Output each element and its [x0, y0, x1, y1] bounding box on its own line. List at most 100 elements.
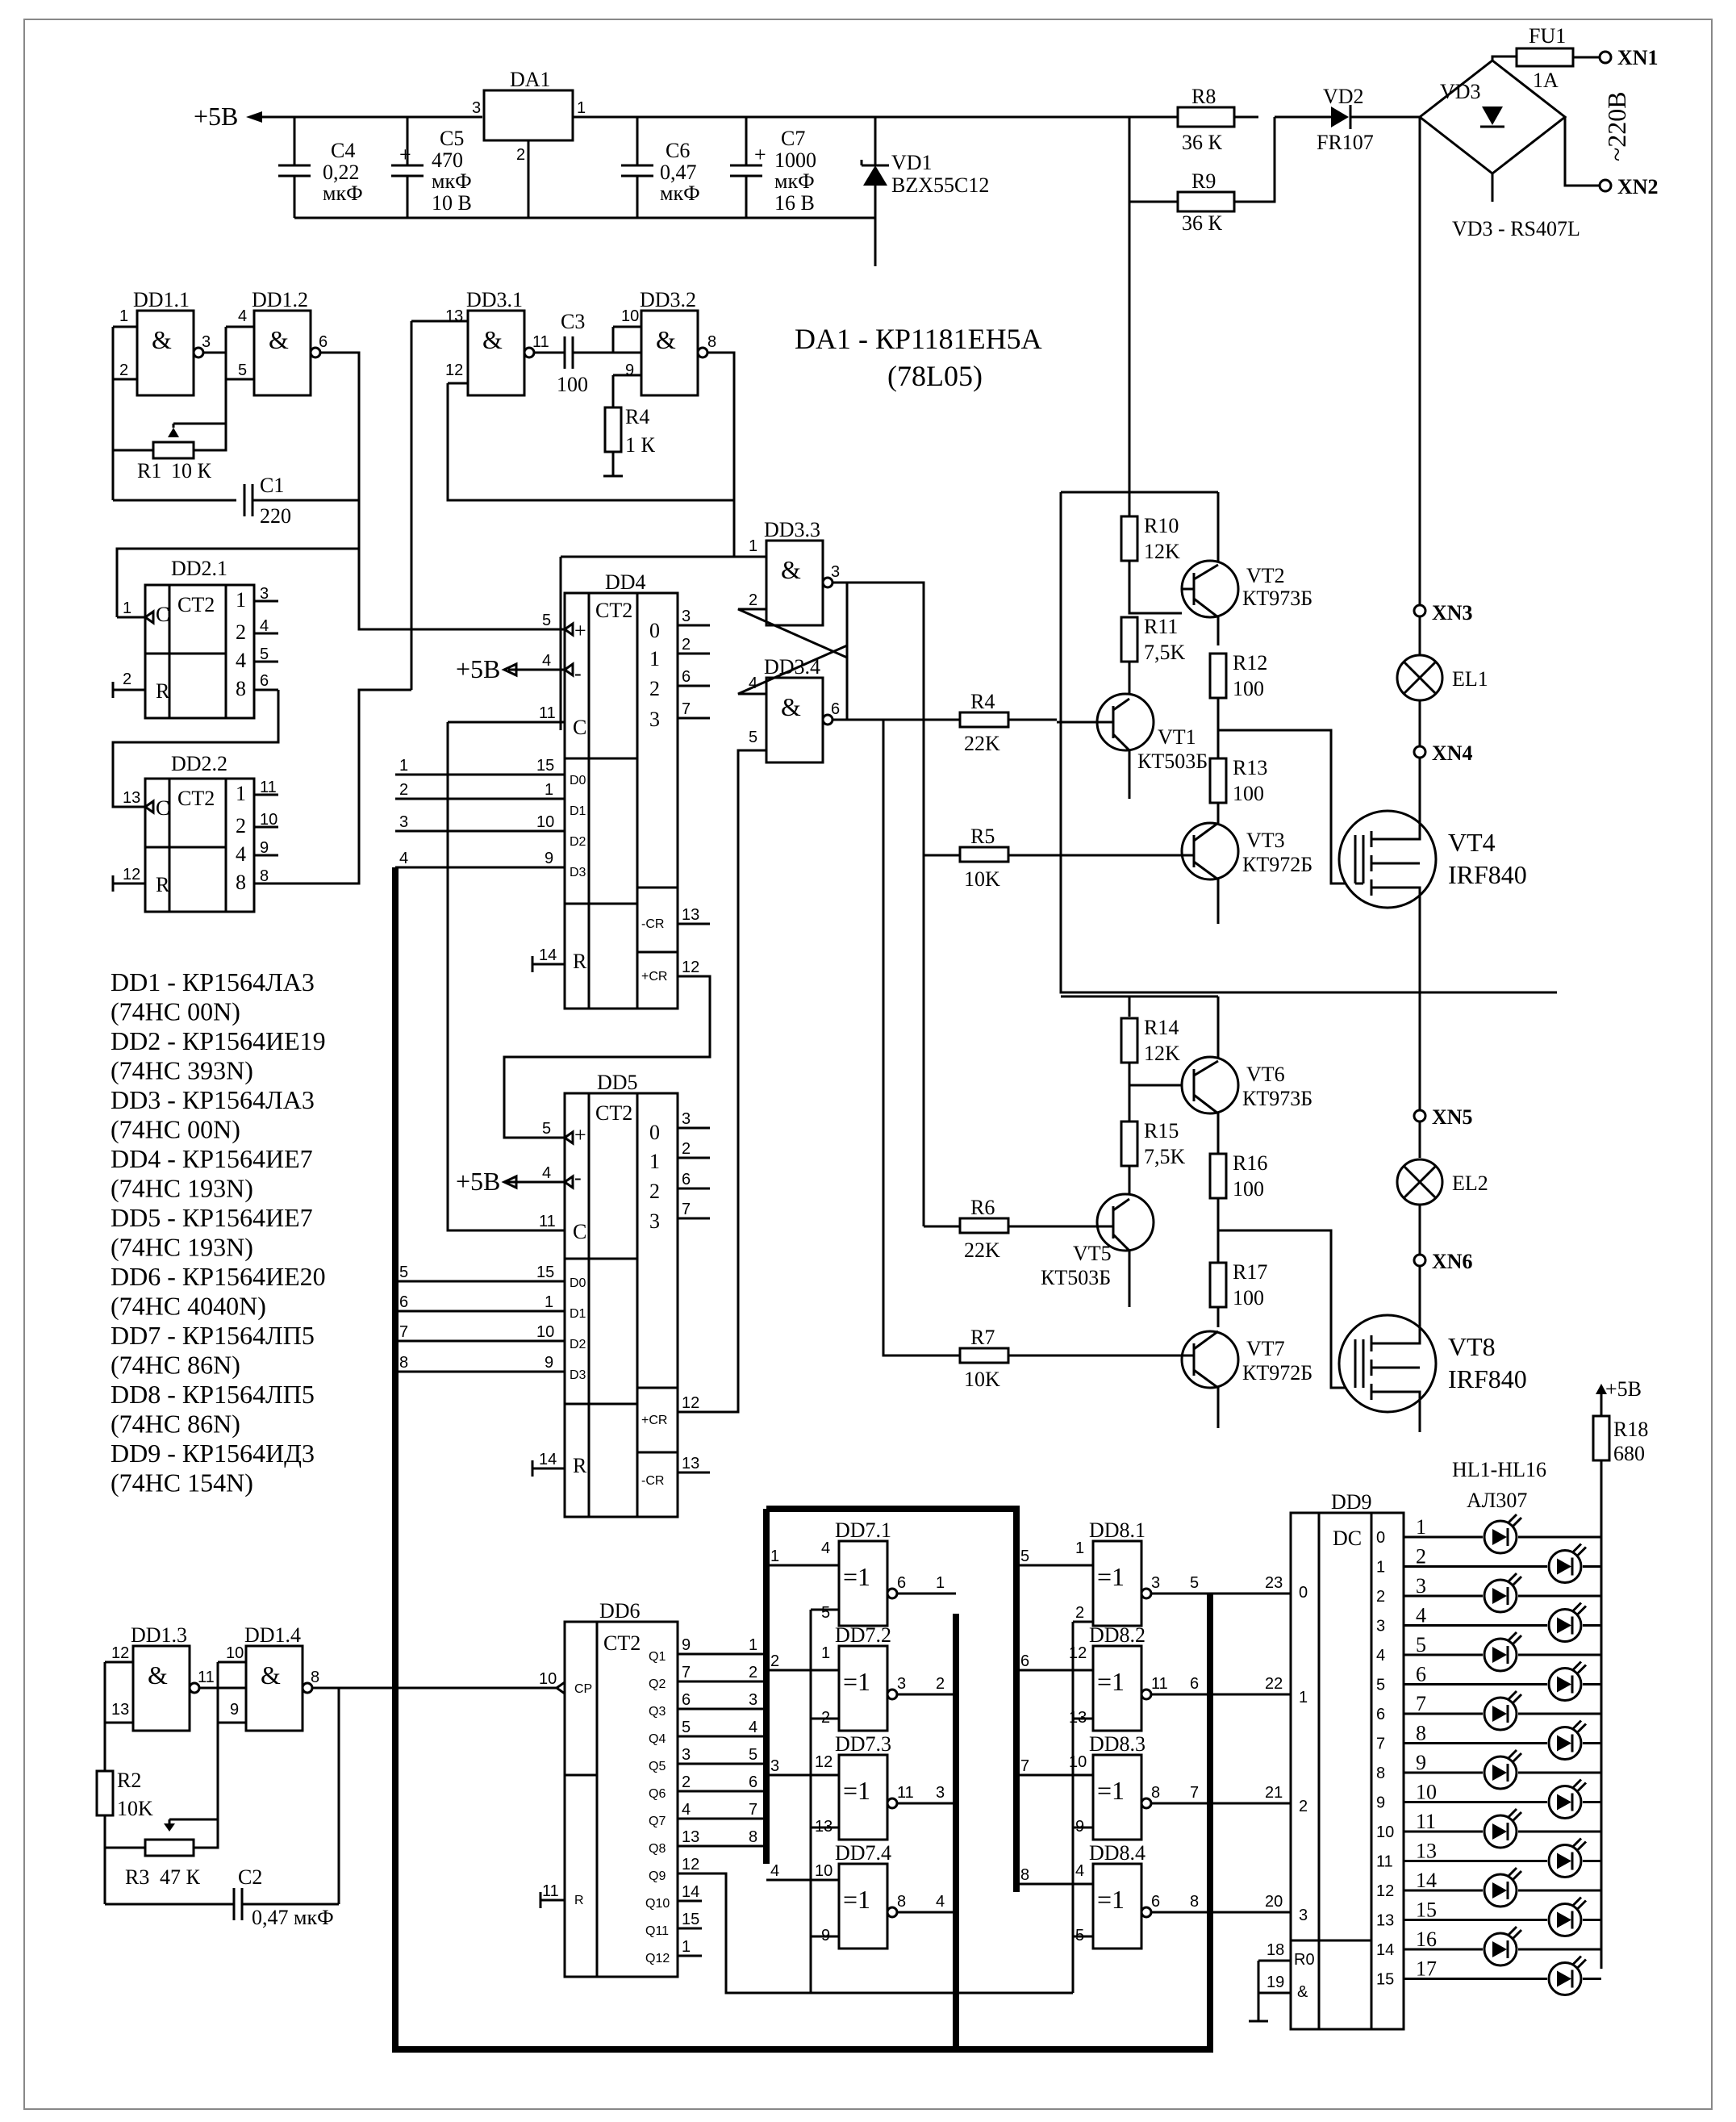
svg-text:EL2: EL2 [1452, 1172, 1488, 1195]
svg-text:6: 6 [682, 1171, 691, 1188]
svg-text:19: 19 [1267, 1974, 1284, 1991]
svg-text:100: 100 [1233, 782, 1264, 805]
dd9-pin-left: 1 [1376, 1559, 1385, 1577]
svg-text:4: 4 [770, 1862, 779, 1880]
svg-text:C3: C3 [561, 310, 585, 333]
svg-text:6: 6 [399, 1293, 408, 1311]
svg-text:15: 15 [536, 1264, 554, 1281]
dd9-pin-right: 9 [1416, 1751, 1426, 1774]
svg-text:DD2.2: DD2.2 [171, 752, 227, 775]
svg-text:3: 3 [897, 1675, 906, 1693]
svg-text:47 К: 47 К [160, 1865, 201, 1889]
svg-text:R: R [573, 950, 587, 973]
svg-text:+CR: +CR [641, 1414, 667, 1427]
svg-text:&: & [148, 1660, 168, 1690]
svg-text:11: 11 [260, 779, 277, 796]
svg-text:=1: =1 [1097, 1562, 1125, 1591]
svg-text:-: - [574, 1166, 582, 1189]
svg-text:4: 4 [542, 652, 551, 670]
svg-text:C5: C5 [440, 127, 464, 150]
svg-text:7: 7 [682, 700, 691, 718]
svg-text:VT1: VT1 [1158, 725, 1196, 749]
svg-text:R16: R16 [1233, 1151, 1267, 1175]
svg-text:-CR: -CR [641, 917, 664, 931]
svg-text:мкФ: мкФ [660, 182, 700, 205]
svg-text:2: 2 [649, 677, 660, 700]
svg-text:8: 8 [260, 867, 269, 885]
svg-text:R: R [573, 1454, 587, 1477]
svg-text:6: 6 [831, 700, 840, 718]
svg-text:12K: 12K [1144, 540, 1180, 563]
svg-text:-: - [574, 662, 582, 685]
svg-text:R5: R5 [970, 825, 995, 848]
dd9-pin-right: 16 [1416, 1928, 1437, 1951]
svg-text:R11: R11 [1144, 615, 1178, 638]
svg-text:6: 6 [1151, 1893, 1160, 1911]
svg-text:XN1: XN1 [1617, 46, 1659, 69]
svg-text:C: C [573, 716, 586, 739]
svg-text:R1: R1 [137, 459, 161, 482]
svg-text:5: 5 [399, 1264, 408, 1281]
da1-regulator [482, 89, 574, 142]
svg-text:АЛ307: АЛ307 [1467, 1489, 1527, 1512]
svg-text:8: 8 [311, 1669, 319, 1686]
svg-text:6: 6 [319, 333, 328, 351]
svg-text:7: 7 [399, 1323, 408, 1341]
svg-text:36 К: 36 К [1182, 211, 1223, 235]
svg-text:DD4: DD4 [605, 570, 646, 594]
svg-text:Q3: Q3 [649, 1705, 666, 1719]
svg-text:КТ973Б: КТ973Б [1242, 587, 1312, 610]
svg-text:18: 18 [1267, 1941, 1284, 1959]
svg-text:&: & [482, 325, 503, 354]
svg-text:C7: C7 [781, 127, 805, 150]
svg-text:R3: R3 [125, 1865, 149, 1889]
svg-text:R0: R0 [1294, 1951, 1315, 1969]
parts-list-line: DD5 - КР1564ИЕ7 [111, 1203, 313, 1232]
svg-text:1: 1 [821, 1644, 830, 1662]
svg-text:8: 8 [1151, 1784, 1160, 1802]
svg-text:+: + [574, 1123, 586, 1147]
svg-text:R18: R18 [1613, 1418, 1648, 1441]
svg-text:Q9: Q9 [649, 1869, 666, 1883]
svg-text:12: 12 [815, 1753, 833, 1771]
svg-text:R4: R4 [625, 405, 649, 428]
svg-text:VD1: VD1 [891, 151, 933, 174]
svg-text:VD3 - RS407L: VD3 - RS407L [1452, 217, 1580, 240]
svg-text:2: 2 [123, 670, 131, 688]
svg-text:1: 1 [236, 782, 246, 805]
svg-text:R: R [156, 679, 170, 703]
parts-list: DD1 - КР1564ЛА3(74HC 00N)DD2 - КР1564ИЕ1… [111, 967, 326, 1498]
svg-text:15: 15 [682, 1911, 699, 1928]
svg-text:10: 10 [226, 1644, 244, 1662]
parts-list-line: DD2 - КР1564ИЕ19 [111, 1026, 326, 1055]
svg-text:1: 1 [119, 307, 128, 325]
svg-text:IRF840: IRF840 [1448, 1364, 1527, 1393]
svg-text:&: & [781, 692, 801, 721]
svg-text:2: 2 [119, 361, 128, 379]
svg-text:КТ972Б: КТ972Б [1242, 853, 1312, 876]
svg-text:DD8.1: DD8.1 [1089, 1518, 1146, 1542]
svg-text:1: 1 [123, 599, 131, 617]
dd9-pin-right: 17 [1416, 1957, 1437, 1981]
svg-text:1 К: 1 К [625, 433, 656, 457]
svg-text:3: 3 [472, 99, 481, 117]
parts-list-line: DD1 - КР1564ЛА3 [111, 967, 315, 996]
svg-text:10: 10 [815, 1862, 833, 1880]
svg-text:XN3: XN3 [1432, 601, 1473, 624]
svg-text:XN6: XN6 [1432, 1250, 1473, 1273]
svg-text:Q12: Q12 [645, 1952, 670, 1965]
svg-text:2: 2 [936, 1675, 945, 1693]
svg-text:КТ972Б: КТ972Б [1242, 1361, 1312, 1385]
svg-text:DD7.2: DD7.2 [835, 1623, 891, 1647]
svg-text:R10: R10 [1144, 514, 1179, 537]
diagram-subtitle: (78L05) [887, 360, 983, 392]
svg-text:36 К: 36 К [1182, 131, 1223, 154]
plus5v-label: +5В [194, 102, 238, 131]
da1-label: DA1 [510, 68, 551, 91]
